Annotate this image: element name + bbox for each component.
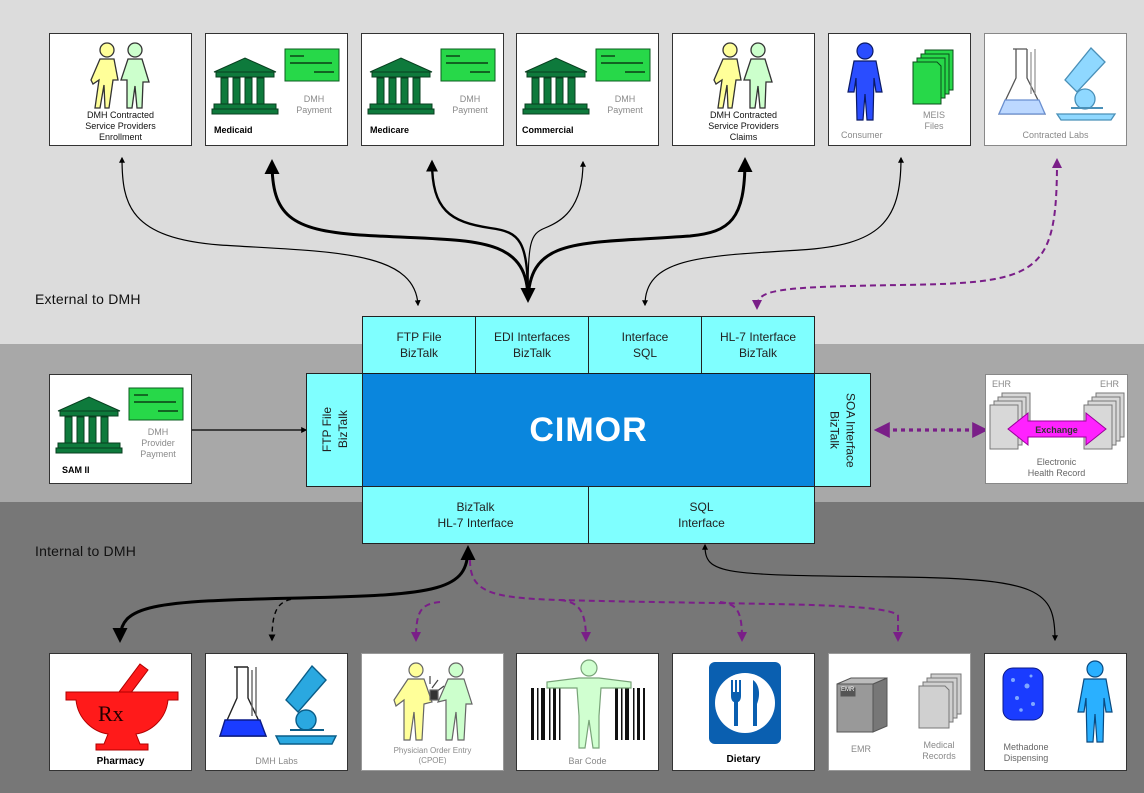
external-zone-label: External to DMH <box>35 291 141 307</box>
emr-tag: EMR <box>841 687 855 693</box>
wire-claims <box>526 157 753 301</box>
bar-code-label: Bar Code <box>568 756 607 766</box>
interface-sql-top: Interface SQL <box>588 316 702 374</box>
ehr-right-label: EHR <box>1099 379 1119 389</box>
wire-contracted-labs <box>752 158 1062 310</box>
hl7-interface-biztalk-top: HL-7 Interface BizTalk <box>701 316 815 374</box>
methadone-box: Methadone Dispensing <box>984 653 1127 771</box>
lab-equipment-icon <box>997 47 1117 121</box>
cimor-title: CIMOR <box>529 410 648 449</box>
dietary-box: Dietary <box>672 653 815 771</box>
bank-building-icon <box>211 57 279 115</box>
medicare-box: DMH Payment Medicare <box>361 33 504 146</box>
records-stack-icon <box>918 673 962 729</box>
soa-interface-biztalk: SOA Interface BizTalk <box>814 373 871 487</box>
commercial-payment-label: DMH Payment <box>607 94 643 115</box>
soa-interface-biztalk-label: SOA Interface BizTalk <box>827 392 858 468</box>
provider-claims-box: DMH Contracted Service Providers Claims <box>672 33 815 146</box>
ehr-left-label: EHR <box>992 379 1012 389</box>
medical-records-label: Medical Records <box>922 740 956 761</box>
rx-symbol: Rx <box>98 701 124 726</box>
ehr-label: Electronic Health Record <box>1027 457 1086 478</box>
ehr-box: EHR EHR Exchange Electronic Health Recor… <box>985 374 1128 484</box>
wire-cpoe <box>411 601 441 642</box>
consumer-box: MEIS Files Consumer <box>828 33 971 146</box>
contracted-labs-label: Contracted Labs <box>1022 130 1089 140</box>
claims-label: DMH Contracted Service Providers Claims <box>708 110 779 142</box>
internal-zone-label: Internal to DMH <box>35 543 137 559</box>
bar-code-box: Bar Code <box>516 653 659 771</box>
enrollment-label: DMH Contracted Service Providers Enrollm… <box>85 110 156 142</box>
wire-dmh-labs <box>268 597 301 642</box>
consumer-label: Consumer <box>841 130 883 140</box>
wire-pharmacy <box>112 545 476 643</box>
pharmacy-label: Pharmacy <box>96 756 145 767</box>
meis-files-label: MEIS Files <box>922 110 945 131</box>
commercial-label: Commercial <box>522 125 574 135</box>
sql-interface-bottom: SQL Interface <box>588 486 815 544</box>
dietary-fork-knife-icon <box>709 662 781 744</box>
pharmacy-box: Rx Pharmacy <box>49 653 192 771</box>
edi-interfaces-biztalk: EDI Interfaces BizTalk <box>475 316 589 374</box>
bank-building-icon <box>522 57 590 115</box>
wire-dietary <box>719 601 747 642</box>
wire-medicaid <box>264 159 536 303</box>
handshake-icon <box>713 42 773 109</box>
exchange-label: Exchange <box>1035 425 1078 435</box>
ftp-file-biztalk-left: FTP File BizTalk <box>306 373 363 487</box>
medicaid-label: Medicaid <box>214 125 253 135</box>
medicare-payment-label: DMH Payment <box>452 94 488 115</box>
patient-person-icon <box>1077 660 1113 743</box>
dietary-label: Dietary <box>726 754 761 765</box>
wire-commercial <box>527 160 586 301</box>
medical-records-box: EMR EMR Medical Records <box>828 653 971 771</box>
barcode-icon <box>531 659 645 749</box>
handshake-icon <box>90 42 150 109</box>
medicare-label: Medicare <box>370 125 410 135</box>
dmh-labs-label: DMH Labs <box>255 756 298 766</box>
cimor-core: CIMOR <box>362 373 815 487</box>
wire-consumer <box>642 156 904 307</box>
payment-card-icon <box>595 48 651 82</box>
cpoe-box: Physician Order Entry (CPOE) <box>361 653 504 771</box>
wire-methadone <box>702 543 1058 642</box>
mortar-pestle-icon <box>65 663 179 751</box>
methadone-bottle-icon <box>1002 667 1044 721</box>
wire-medicare <box>426 159 530 301</box>
lab-equipment-icon <box>218 664 338 745</box>
cpoe-label: Physician Order Entry (CPOE) <box>393 746 472 765</box>
medicaid-box: DMH Payment Medicaid <box>205 33 348 146</box>
bank-building-icon <box>367 57 435 115</box>
dmh-labs-box: DMH Labs <box>205 653 348 771</box>
sam-ii-box: DMH Provider Payment SAM II <box>49 374 192 484</box>
payment-card-icon <box>284 48 340 82</box>
wire-purple-trunk <box>469 559 899 616</box>
sam-ii-label: SAM II <box>62 465 90 475</box>
bank-building-icon <box>55 396 123 454</box>
payment-card-icon <box>440 48 496 82</box>
commercial-box: DMH Payment Commercial <box>516 33 659 146</box>
wire-barcode <box>559 599 591 642</box>
emr-cabinet-icon <box>836 677 888 733</box>
provider-payment-label: DMH Provider Payment <box>140 427 176 459</box>
physician-order-icon <box>393 662 473 741</box>
consumer-person-icon <box>847 42 883 121</box>
wire-enrollment <box>119 156 421 307</box>
provider-enrollment-box: DMH Contracted Service Providers Enrollm… <box>49 33 192 146</box>
payment-card-icon <box>128 387 184 421</box>
ehr-exchange-icon <box>989 392 1125 450</box>
files-stack-icon <box>912 49 954 105</box>
medicaid-payment-label: DMH Payment <box>296 94 332 115</box>
contracted-labs-box: Contracted Labs <box>984 33 1127 146</box>
emr-label: EMR <box>851 744 871 754</box>
methadone-label: Methadone Dispensing <box>1003 742 1049 763</box>
biztalk-hl7-interface-bottom: BizTalk HL-7 Interface <box>362 486 589 544</box>
ftp-file-biztalk-top: FTP File BizTalk <box>362 316 476 374</box>
ftp-file-biztalk-left-label: FTP File BizTalk <box>319 407 350 453</box>
